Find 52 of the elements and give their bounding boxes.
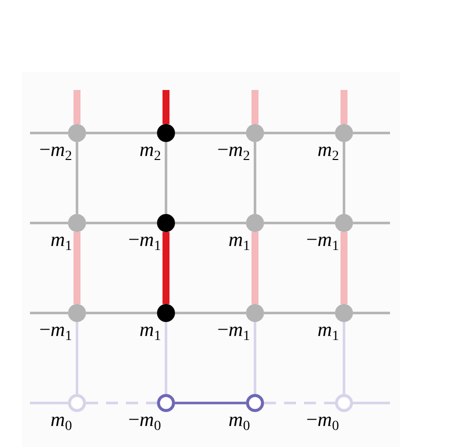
- math-label: −m$_{1}$: [128, 230, 161, 254]
- grid-line: [86, 132, 157, 134]
- math-label: −m$_{1}$: [217, 320, 250, 344]
- grid-line: [264, 132, 335, 134]
- grid-line: [30, 402, 68, 404]
- math-label: m$_{0}$: [50, 410, 72, 434]
- grid-line: [164, 322, 168, 394]
- grid-line: [252, 232, 258, 304]
- grid-line: [353, 402, 390, 404]
- math-label: m$_{2}$: [318, 140, 339, 164]
- grid-line: [264, 402, 335, 404]
- math-label: m$_{1}$: [50, 230, 72, 254]
- grid-line: [86, 222, 157, 224]
- math-label: −m$_{1}$: [39, 320, 72, 344]
- grid-line: [175, 222, 246, 224]
- grid-line: [175, 132, 246, 134]
- math-label: m$_{1}$: [228, 230, 250, 254]
- math-label: −m$_{2}$: [39, 140, 72, 164]
- grid-line: [254, 322, 256, 394]
- math-label: −m$_{0}$: [128, 410, 161, 434]
- grid-line: [252, 90, 258, 124]
- grid-line: [74, 232, 80, 304]
- grid-line: [30, 222, 68, 224]
- grid-line: [76, 322, 78, 394]
- grid-line: [175, 402, 246, 404]
- grid-line: [30, 132, 68, 134]
- grid-line: [162, 232, 170, 304]
- grid-line: [264, 222, 335, 224]
- grid-line: [86, 402, 157, 404]
- grid-line: [30, 312, 68, 314]
- math-label: m$_{2}$: [140, 140, 161, 164]
- math-label: −m$_{2}$: [217, 140, 250, 164]
- grid-line: [74, 90, 80, 124]
- grid-line: [164, 142, 168, 214]
- grid-line: [86, 312, 157, 314]
- grid-line: [162, 90, 170, 124]
- math-label: m$_{1}$: [318, 320, 339, 344]
- grid-line: [76, 142, 78, 214]
- grid-line: [175, 312, 246, 314]
- math-label: m$_{1}$: [140, 320, 161, 344]
- math-label: −m$_{1}$: [306, 230, 339, 254]
- grid-line: [342, 142, 346, 214]
- grid-line: [264, 312, 335, 314]
- grid-line: [353, 312, 390, 314]
- math-label: −m$_{0}$: [306, 410, 339, 434]
- grid-line: [342, 322, 346, 394]
- math-label: m$_{0}$: [228, 410, 250, 434]
- grid-line: [340, 232, 348, 304]
- grid-line: [353, 132, 390, 134]
- grid-line: [340, 90, 348, 124]
- grid-line: [254, 142, 256, 214]
- grid-line: [353, 222, 390, 224]
